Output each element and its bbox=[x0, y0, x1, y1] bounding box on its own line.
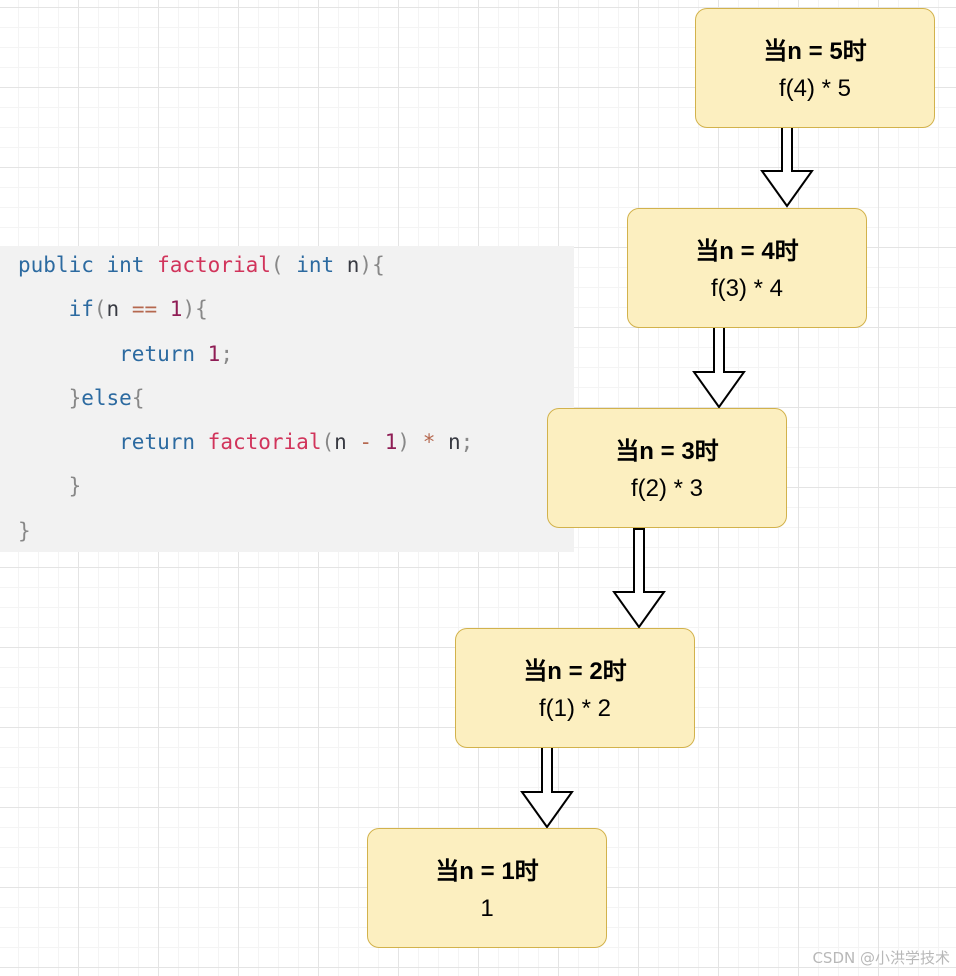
node-title: 当n = 4时 bbox=[695, 238, 799, 265]
code-token: int bbox=[106, 253, 158, 277]
code-line-1: public int factorial( int n){ bbox=[18, 249, 574, 293]
node-expression: f(1) * 2 bbox=[538, 695, 612, 722]
code-token: else bbox=[81, 385, 132, 410]
code-token: { bbox=[131, 385, 145, 410]
node-expression: f(3) * 4 bbox=[710, 275, 784, 302]
code-token: int bbox=[296, 253, 347, 277]
code-token: - bbox=[359, 430, 373, 455]
code-token: n bbox=[346, 253, 360, 277]
code-snippet: public int factorial( int n){ if(n == 1)… bbox=[0, 246, 574, 552]
code-line-3: return 1; bbox=[18, 338, 574, 382]
code-token: } bbox=[68, 474, 82, 499]
node-title: 当n = 2时 bbox=[523, 658, 627, 685]
node-n4: 当n = 4时 f(3) * 4 bbox=[627, 208, 867, 328]
node-title: 当n = 5时 bbox=[763, 38, 867, 65]
code-token: factorial bbox=[207, 430, 322, 455]
code-token: public bbox=[18, 253, 107, 277]
node-expression: f(4) * 5 bbox=[778, 75, 852, 102]
node-n5: 当n = 5时 f(4) * 5 bbox=[695, 8, 935, 128]
code-line-7: } bbox=[18, 515, 574, 559]
node-title: 当n = 3时 bbox=[615, 438, 719, 465]
code-token: == bbox=[131, 297, 158, 322]
code-line-2: if(n == 1){ bbox=[18, 293, 574, 337]
code-token: ){ bbox=[182, 297, 208, 322]
code-line-5: return factorial(n - 1) * n; bbox=[18, 426, 574, 470]
code-token: ) bbox=[397, 430, 423, 455]
code-token: 1 bbox=[207, 341, 221, 366]
code-token: if bbox=[68, 297, 94, 322]
code-line-4: }else{ bbox=[18, 382, 574, 426]
code-token: ( bbox=[321, 430, 335, 455]
node-n3: 当n = 3时 f(2) * 3 bbox=[547, 408, 787, 528]
node-title: 当n = 1时 bbox=[435, 858, 539, 885]
code-token: ; bbox=[460, 430, 474, 455]
code-token: ; bbox=[220, 341, 233, 366]
code-token: return bbox=[119, 341, 208, 366]
code-token: 1 bbox=[169, 297, 183, 322]
code-token: } bbox=[18, 518, 31, 543]
node-n2: 当n = 2时 f(1) * 2 bbox=[455, 628, 695, 748]
code-token: n bbox=[334, 430, 360, 455]
code-token: ( bbox=[270, 253, 297, 277]
code-token: ( bbox=[93, 297, 107, 322]
code-line-6: } bbox=[18, 470, 574, 514]
arrow-3-to-2 bbox=[612, 528, 666, 629]
code-token: } bbox=[68, 385, 82, 410]
code-token: factorial bbox=[157, 253, 271, 277]
code-token: 1 bbox=[384, 430, 398, 455]
node-expression: f(2) * 3 bbox=[630, 475, 704, 502]
code-token: ){ bbox=[359, 253, 385, 277]
node-n1: 当n = 1时 1 bbox=[367, 828, 607, 948]
code-token: n bbox=[106, 297, 132, 322]
node-expression: 1 bbox=[480, 895, 494, 922]
code-token: * bbox=[422, 430, 436, 455]
code-token: return bbox=[119, 430, 208, 455]
watermark: CSDN @小洪学技术 bbox=[812, 949, 950, 967]
code-token: n bbox=[435, 430, 461, 455]
